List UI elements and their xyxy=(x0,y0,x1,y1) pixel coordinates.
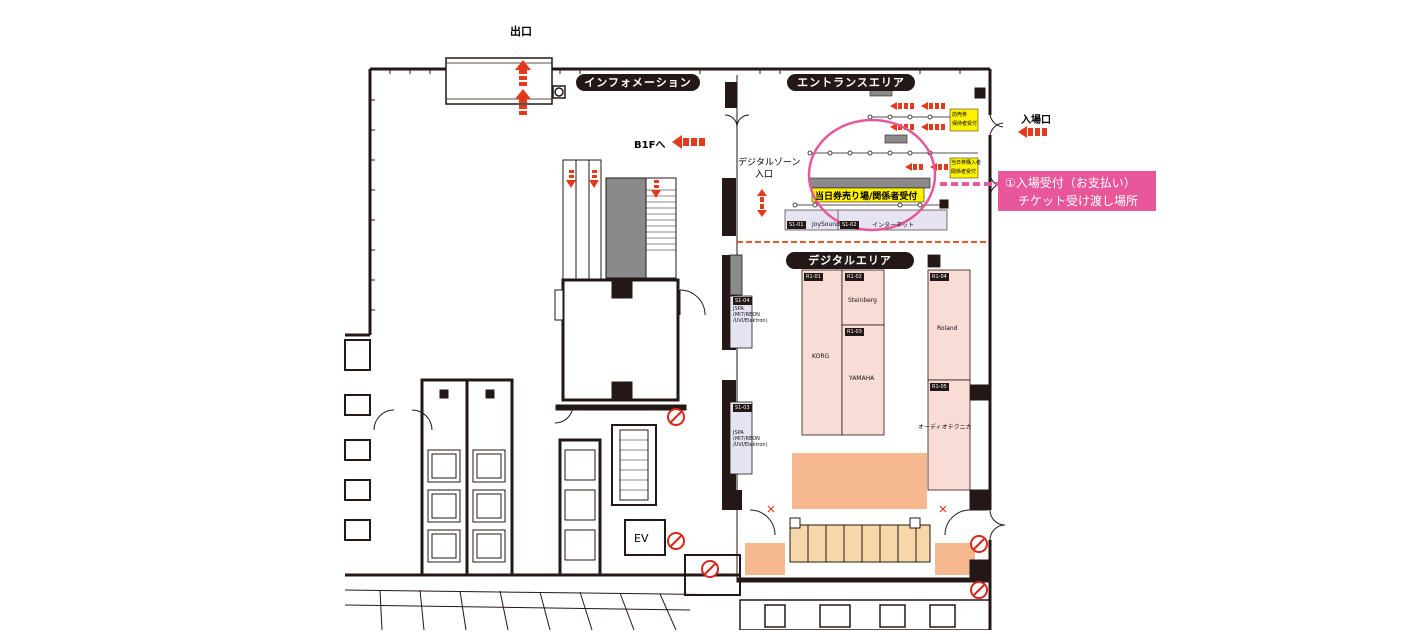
booth-id-tag: S1-01 xyxy=(787,221,806,229)
booth-id-tag: S1-02 xyxy=(840,221,859,229)
core-rooms xyxy=(554,278,706,556)
callout-highlight-circle xyxy=(807,118,937,232)
booth-name: KORG xyxy=(812,353,830,360)
exit-label: 出口 xyxy=(510,25,532,38)
digital-area-booths xyxy=(729,254,971,509)
ticket-counter-label: 当日券売り場/関係者受付 xyxy=(815,192,918,202)
exit-arrows xyxy=(515,60,531,115)
exit-corridor xyxy=(445,57,566,105)
callout-box-shape xyxy=(998,171,1156,211)
booth-id-tag: R1-05 xyxy=(930,383,949,391)
booth-name: YAMAHA xyxy=(849,375,875,382)
booth-name: インターネット xyxy=(872,222,915,229)
callout-text-line1: ①入場受付（お支払い） xyxy=(1005,176,1136,190)
booth-name: Steinberg xyxy=(848,297,877,304)
digital-zone-entrance-label-line2: 入口 xyxy=(755,170,774,180)
booth-name: JoySound xyxy=(812,221,840,228)
digital-zone-entrance-label-line1: デジタルゾーン xyxy=(738,158,801,168)
booth-name: オーディオテクニカ xyxy=(918,424,972,431)
booth-id-tag: R1-04 xyxy=(930,273,949,281)
booth-name: JSPA (MI7/REON /UVI/Elektron) xyxy=(733,306,768,324)
booth-id-tag: R1-03 xyxy=(845,328,864,336)
information-pill: インフォメーション xyxy=(576,74,700,91)
digital-area-bottom xyxy=(736,384,991,583)
advance-ticket-sign-line2: 保持者受付 xyxy=(952,121,978,127)
booth-id-tag: R1-01 xyxy=(804,273,823,281)
booth-id-tag: S1-04 xyxy=(733,297,752,305)
entrance-yellow-signs xyxy=(949,108,979,179)
bottom-corridor xyxy=(344,554,741,631)
sameday-sign-line2: 関係者受付 xyxy=(951,169,977,175)
entrance-area-pill: エントランスエリア xyxy=(787,74,915,91)
ev-label: EV xyxy=(634,532,649,545)
booth-name: Roland xyxy=(937,325,958,332)
booth-id-tag: R1-02 xyxy=(845,273,864,281)
no-entry-signs xyxy=(667,408,988,599)
bottom-rooms xyxy=(739,585,992,631)
restroom-blocks xyxy=(344,333,740,577)
x-marks xyxy=(767,505,947,513)
escalators xyxy=(562,159,677,281)
callout-text-line2: チケット受け渡し場所 xyxy=(1018,194,1139,208)
escalator-arrows xyxy=(566,170,661,198)
booth-id-tag: S1-03 xyxy=(733,404,752,412)
b1f-arrow xyxy=(672,135,705,149)
sameday-sign-line1: 当日券購入者 xyxy=(951,160,982,166)
queue-posts xyxy=(792,114,933,208)
advance-ticket-sign-line1: 前売券 xyxy=(952,112,968,118)
digital-area-pill: デジタルエリア xyxy=(786,252,914,269)
b1f-label: B1Fへ xyxy=(634,140,666,151)
entry-gate-label: 入場口 xyxy=(1021,115,1051,126)
booth-name: JSPA (MI7/REON /UVI/Elektron) xyxy=(733,430,768,448)
